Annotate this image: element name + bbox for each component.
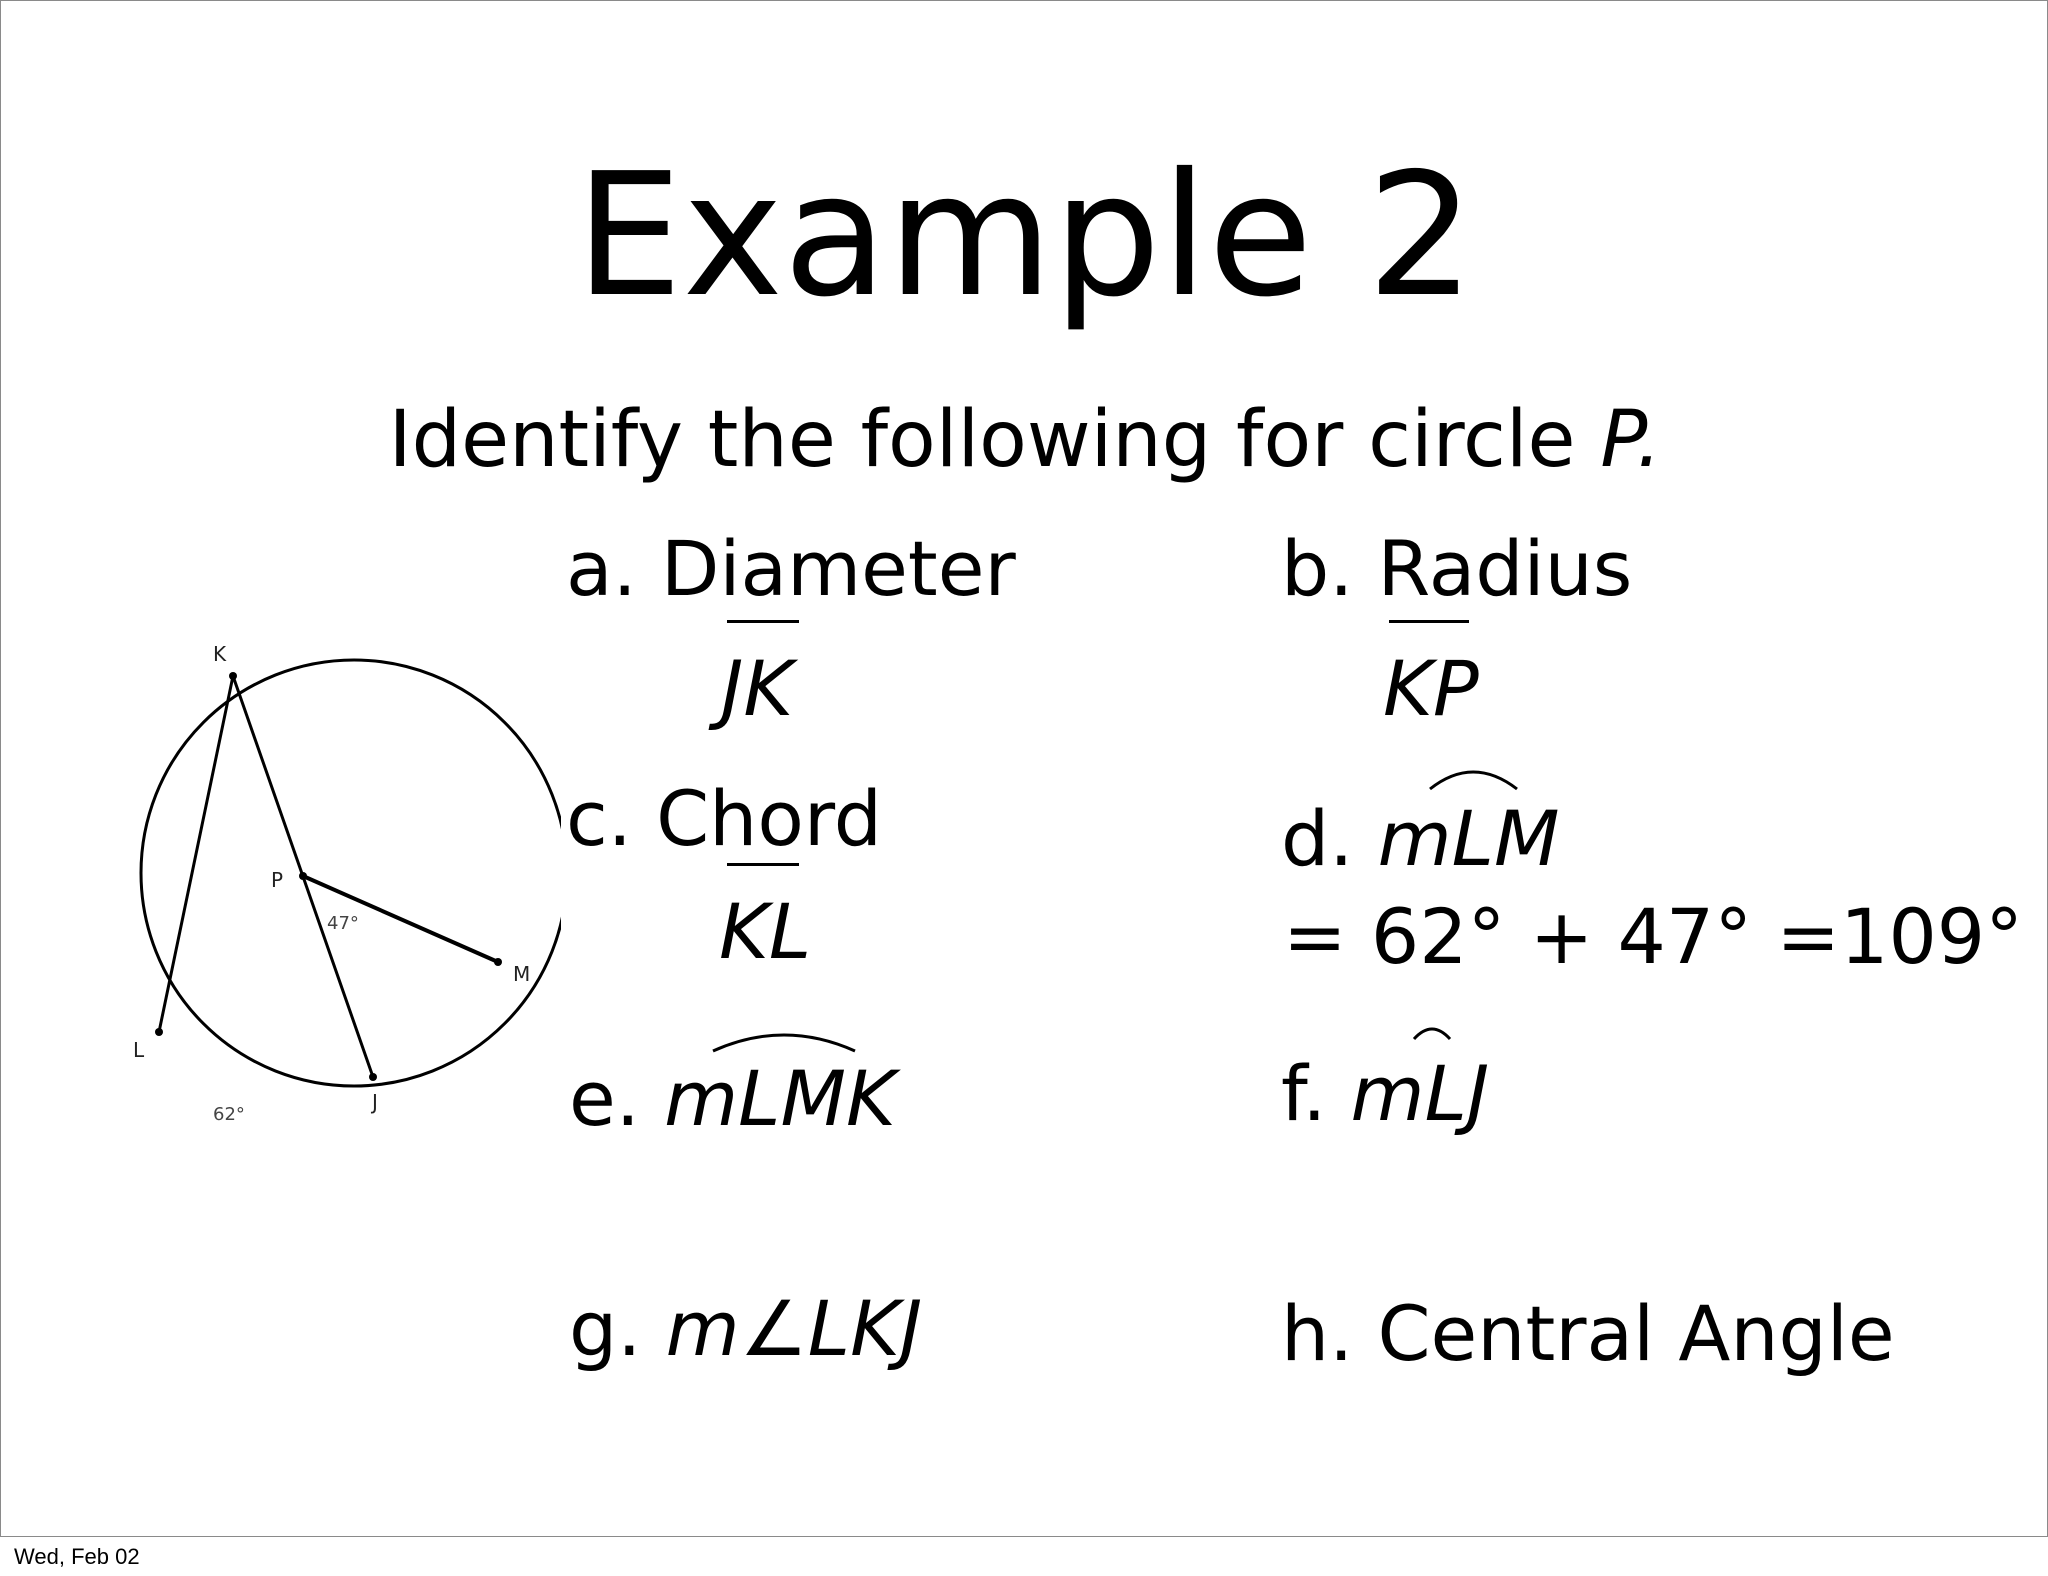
item-h-label: h. Central Angle: [1281, 1289, 1895, 1378]
item-a-answer: JK: [721, 644, 794, 733]
item-b-answer: KP: [1383, 644, 1479, 733]
segment-bar-kp: [1389, 620, 1469, 623]
chord-kl: [157, 675, 235, 1033]
arc-mark-lmk: [712, 1033, 856, 1053]
angle-label-47: 47°: [327, 913, 359, 934]
item-g-label: g. m∠LKJ: [569, 1291, 922, 1367]
item-g-prefix: g.: [569, 1284, 666, 1373]
arc-mark-lm: [1429, 770, 1518, 791]
point-l: [155, 1028, 163, 1036]
item-e-expr: mLMK: [664, 1054, 896, 1143]
point-k: [229, 672, 237, 680]
item-e-prefix: e.: [569, 1054, 665, 1143]
label-p: P: [271, 868, 283, 892]
segment-bar-kl: [727, 863, 799, 866]
label-l: L: [133, 1038, 145, 1062]
segment-bar-jk: [727, 620, 799, 623]
point-p: [299, 872, 307, 880]
footer-date: Wed, Feb 02: [14, 1544, 140, 1569]
item-f-prefix: f.: [1281, 1049, 1351, 1138]
item-g-expr: m∠LKJ: [665, 1284, 923, 1373]
item-c-answer: KL: [719, 887, 812, 976]
slide-title: Example 2: [575, 137, 1475, 335]
item-f-expr: mLJ: [1350, 1049, 1490, 1138]
point-j: [369, 1073, 377, 1081]
slide: Example 2 Identify the following for cir…: [0, 0, 2048, 1537]
item-b-label: b. Radius: [1281, 524, 1633, 613]
item-d-expr: mLM: [1377, 794, 1560, 883]
point-m: [494, 958, 502, 966]
item-f-label: f. mLJ: [1281, 1056, 1489, 1132]
label-j: J: [370, 1090, 378, 1114]
item-c-label: c. Chord: [566, 774, 882, 863]
slide-subtitle: Identify the following for circle P.: [1, 401, 2048, 479]
arc-label-62: 62°: [213, 1104, 245, 1125]
item-d-label: d. mLM: [1281, 801, 1560, 877]
subtitle-circle-var: P.: [1600, 395, 1662, 485]
label-m: M: [513, 962, 530, 986]
label-k: K: [213, 642, 227, 666]
radius-pm: [302, 874, 499, 964]
subtitle-text: Identify the following for circle: [388, 395, 1601, 485]
item-d-answer: = 62° + 47° =109°: [1283, 892, 2024, 981]
item-d-prefix: d.: [1281, 794, 1378, 883]
item-e-label: e. mLMK: [569, 1061, 896, 1137]
circle-diagram: K P M L J 47° 62°: [133, 642, 561, 1125]
arc-mark-lj: [1412, 1027, 1452, 1041]
circle-p: [139, 658, 561, 1088]
item-a-label: a. Diameter: [566, 524, 1016, 613]
